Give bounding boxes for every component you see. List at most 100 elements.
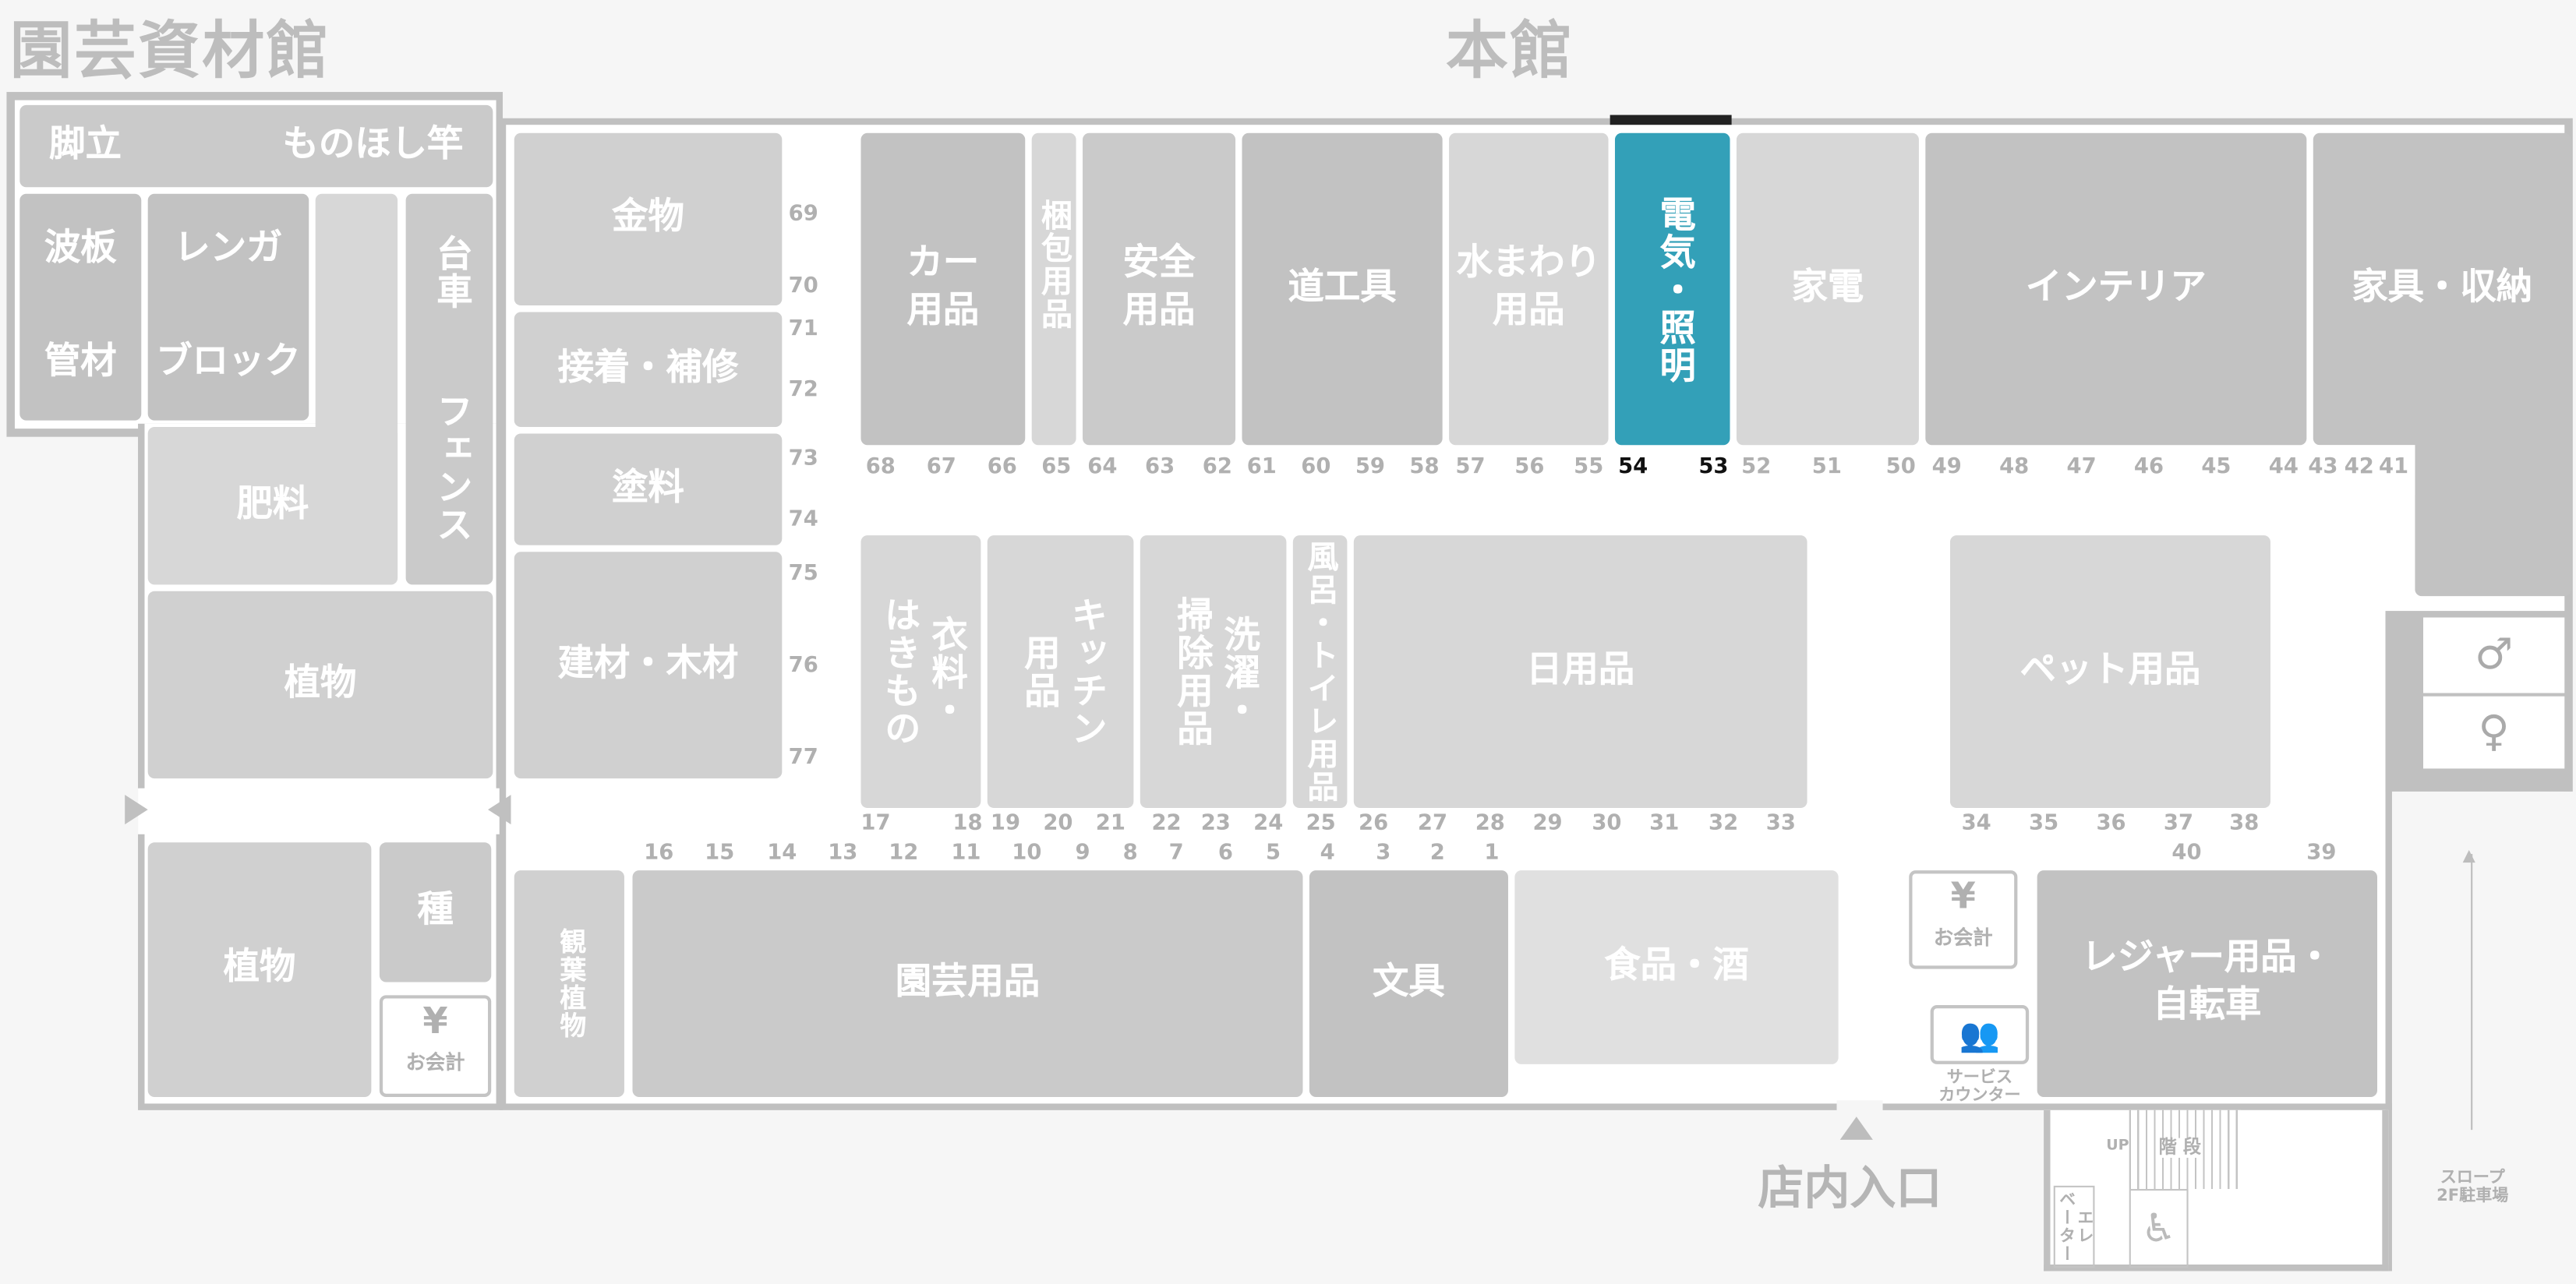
aisle-number: 43 (2308, 454, 2338, 480)
label-appliances: 家電 (1791, 266, 1864, 309)
zone-car[interactable]: カー 用品 (860, 132, 1026, 446)
label-garden-supplies: 園芸用品 (895, 961, 1041, 1004)
aisle-number: 22 (1151, 811, 1182, 836)
label-laundry-pole: ものほし竿 (282, 124, 464, 166)
zone-foliage[interactable]: 観葉植物 (514, 870, 624, 1098)
zone-plants[interactable]: 植物 (147, 591, 493, 779)
zone-safety[interactable]: 安全 用品 (1083, 132, 1236, 446)
highlight-marker (1610, 115, 1732, 125)
label-corrugated: 波板 (44, 228, 117, 270)
zone-clothing[interactable]: 衣料・ はきもの (860, 535, 981, 809)
zone-fertilizer[interactable]: 肥料 (147, 427, 398, 585)
label-checkout: お会計 (405, 1050, 465, 1074)
aisle-number: 48 (1999, 454, 2030, 480)
zone-kitchen[interactable]: キッチン 用品 (987, 535, 1134, 809)
zone-paint[interactable]: 塗料 (514, 433, 783, 545)
entrance-arrow-icon (1839, 1116, 1873, 1140)
zone-laundry[interactable]: 洗濯・ 掃除用品 (1140, 535, 1287, 809)
aisle-number: 37 (2163, 811, 2194, 836)
zone-stationery[interactable]: 文具 (1309, 870, 1508, 1098)
stairs-label[interactable]: 階 段 (2158, 1136, 2202, 1159)
zone-pet[interactable]: ペット用品 (1949, 535, 2270, 809)
zone-corrugated-pipe[interactable]: 波板 管材 (19, 193, 142, 421)
restroom-men[interactable]: ♂ (2423, 617, 2565, 693)
aisle-number: 54 (1618, 454, 1648, 480)
aisle-number: 23 (1200, 811, 1231, 836)
aisle-number: 75 (788, 561, 818, 587)
label-pet: ペット用品 (2019, 650, 2201, 691)
elevator[interactable]: エレ ベーター (2053, 1185, 2095, 1268)
label-electric: 電気・照明 (1653, 194, 1694, 384)
aisle-number: 16 (644, 841, 674, 866)
label-slope: スロープ 2F駐車場 (2436, 1169, 2509, 1206)
aisle-number: 49 (1931, 454, 1962, 480)
aisle-number: 66 (987, 454, 1017, 480)
men-restroom-icon: ♂ (2475, 630, 2514, 680)
zone-cart-fence[interactable]: 台車 フェンス (405, 193, 493, 585)
aisle-number: 1 (1484, 841, 1500, 866)
zone-stepladder-pole[interactable]: 脚立 ものほし竿 (19, 104, 493, 188)
label-building-wood: 建材・木材 (557, 643, 739, 685)
label-tools: 道工具 (1288, 266, 1397, 309)
aisle-number: 5 (1266, 841, 1281, 866)
aisle-number: 19 (990, 811, 1021, 836)
label-seeds: 種 (417, 890, 454, 932)
label-kitchen: キッチン 用品 (1017, 596, 1106, 748)
label-elevator: エレ ベーター (2055, 1191, 2092, 1263)
restroom-women[interactable]: ♀ (2423, 696, 2565, 769)
zone-interior[interactable]: インテリア (1925, 132, 2307, 446)
aisle-number: 47 (2066, 454, 2097, 480)
aisle-number: 36 (2096, 811, 2126, 836)
zone-appliances[interactable]: 家電 (1736, 132, 1919, 446)
label-brick: レンガ (174, 228, 283, 270)
zone-building-wood[interactable]: 建材・木材 (514, 552, 783, 779)
aisle-number: 12 (889, 841, 919, 866)
aisle-number: 17 (860, 811, 891, 836)
service-counter[interactable]: 👥 (1930, 1004, 2030, 1064)
zone-daily[interactable]: 日用品 (1353, 535, 1807, 809)
zone-water[interactable]: 水まわり 用品 (1449, 132, 1609, 446)
zone-bath[interactable]: 風呂・トイレ用品 (1292, 535, 1348, 809)
aisle-number: 64 (1087, 454, 1118, 480)
entrance-gap (1836, 1100, 1883, 1117)
aisle-number: 61 (1246, 454, 1277, 480)
zone-packing[interactable]: 梱包用品 (1031, 132, 1076, 446)
garden-checkout[interactable]: ¥ お会計 (379, 995, 492, 1098)
aisle-number: 38 (2229, 811, 2260, 836)
zone-seeds[interactable]: 種 (379, 842, 492, 982)
aisle-number: 29 (1532, 811, 1563, 836)
label-bath: 風呂・トイレ用品 (1302, 540, 1339, 803)
entrance-label[interactable]: 店内入口 (1758, 1161, 1942, 1215)
furniture-notch (2313, 445, 2415, 495)
aisle-number: 2 (1429, 841, 1445, 866)
label-adhesive: 接着・補修 (557, 347, 739, 389)
label-interior: インテリア (2025, 266, 2207, 309)
label-hardware: 金物 (612, 197, 684, 239)
aisle-number: 53 (1698, 454, 1729, 480)
label-fence: フェンス (429, 392, 472, 544)
service-counter-icon: 👥 (1959, 1014, 2001, 1055)
stairs-up-label: UP (2106, 1138, 2129, 1155)
zone-brick-block[interactable]: レンガ ブロック (147, 193, 309, 421)
zone-adhesive[interactable]: 接着・補修 (514, 312, 783, 428)
aisle-number: 33 (1765, 811, 1796, 836)
zone-leisure[interactable]: レジャー用品・ 自転車 (2037, 870, 2377, 1098)
arrow-left-icon (488, 795, 511, 825)
label-food: 食品・酒 (1604, 945, 1749, 987)
zone-tools[interactable]: 道工具 (1242, 132, 1443, 446)
zone-furniture[interactable]: 家具・収納 (2313, 132, 2571, 446)
zone-food[interactable]: 食品・酒 (1514, 870, 1839, 1064)
aisle-number: 68 (865, 454, 896, 480)
zone-garden-supplies[interactable]: 園芸用品 (632, 870, 1303, 1098)
aisle-number: 14 (767, 841, 797, 866)
zone-electric-highlighted[interactable]: 電気・照明 (1614, 132, 1730, 446)
aisle-number: 70 (788, 274, 818, 299)
aisle-number: 11 (951, 841, 981, 866)
aisle-number: 35 (2029, 811, 2059, 836)
slope-arrow-icon (2471, 854, 2473, 1131)
main-checkout[interactable]: ¥ お会計 (1909, 870, 2018, 969)
zone-plants-2[interactable]: 植物 (147, 842, 372, 1098)
aisle-number: 45 (2201, 454, 2231, 480)
zone-hardware[interactable]: 金物 (514, 132, 783, 306)
